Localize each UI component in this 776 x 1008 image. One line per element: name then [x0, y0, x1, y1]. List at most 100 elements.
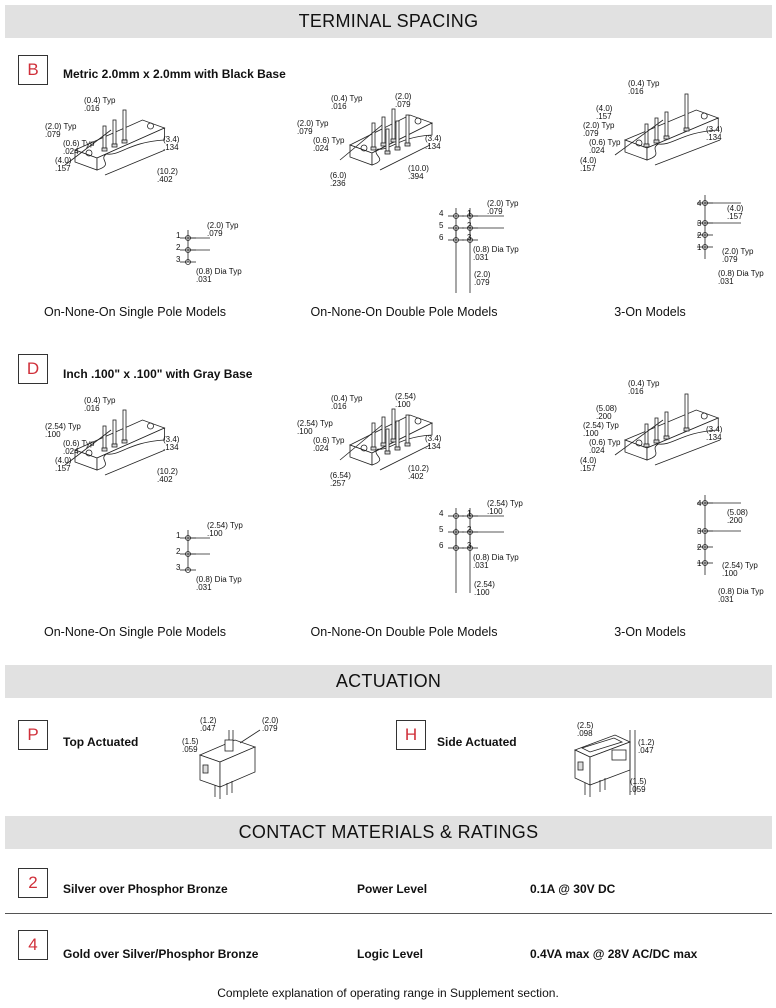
three-on-pin-layout: [697, 495, 741, 575]
option-code-p: P: [18, 720, 48, 750]
pin-number: 4: [439, 509, 444, 518]
pin-number: 5: [439, 525, 444, 534]
section-header-contacts: CONTACT MATERIALS & RATINGS: [5, 816, 772, 849]
contact-material: Gold over Silver/Phosphor Bronze: [63, 947, 259, 961]
three-on-pin-layout: [697, 195, 741, 259]
dimension-label: (0.8) Dia Typ .031: [718, 269, 764, 286]
dimension-label: (2.0) .079: [262, 716, 279, 733]
dimension-label: (2.54) Typ .100: [207, 521, 243, 538]
dimension-label: (2.0) Typ .079: [487, 199, 519, 216]
option-label-top-actuated: Top Actuated: [63, 735, 139, 749]
side-actuated-switch-drawing: [573, 730, 636, 797]
top-actuated-switch-drawing: [198, 729, 261, 799]
single-pole-pin-layout: [180, 230, 210, 265]
dimension-label: (2.0) Typ .079: [722, 247, 754, 264]
contact-level: Power Level: [357, 882, 428, 896]
caption-double-pole: On-None-On Double Pole Models: [310, 625, 498, 639]
dimension-label: (6.0) .236: [330, 171, 347, 188]
pin-number: 6: [439, 541, 444, 550]
contact-code-4: 4: [18, 930, 48, 960]
dimension-label: (4.0) .157: [580, 456, 597, 473]
caption-double-pole: On-None-On Double Pole Models: [310, 305, 498, 319]
dimension-label: (4.0) .157: [727, 204, 744, 221]
pin-number: 2: [467, 525, 472, 534]
dimension-label: (0.8) Dia Typ .031: [196, 267, 242, 284]
dimension-label: (1.5) .059: [630, 777, 647, 794]
dimension-label: (2.5) .098: [577, 721, 594, 738]
pin-number: 2: [176, 547, 181, 556]
footnote: Complete explanation of operating range …: [217, 986, 559, 1000]
pin-number: 4: [697, 499, 702, 508]
caption-three-on: 3-On Models: [614, 625, 686, 639]
dimension-label: (0.4) Typ .016: [331, 94, 363, 111]
dimension-label: (3.4) .134: [706, 125, 723, 142]
pin-number: 1: [176, 531, 181, 540]
option-title-b: Metric 2.0mm x 2.0mm with Black Base: [63, 67, 286, 81]
caption-single-pole: On-None-On Single Pole Models: [43, 625, 227, 639]
dimension-label: (2.0) .079: [395, 92, 412, 109]
pin-number: 4: [697, 199, 702, 208]
caption-three-on: 3-On Models: [614, 305, 686, 319]
section-header-terminal-spacing: TERMINAL SPACING: [5, 5, 772, 38]
contact-material: Silver over Phosphor Bronze: [63, 882, 228, 896]
section-header-actuation: ACTUATION: [5, 665, 772, 698]
three-on-switch-drawing: [614, 393, 721, 466]
dimension-label: (1.5) .059: [182, 737, 199, 754]
dimension-label: (2.0) .079: [474, 270, 491, 287]
pin-number: 3: [176, 255, 181, 264]
dimension-label: (0.6) Typ .024: [313, 436, 345, 453]
dimension-label: (2.54) Typ .100: [45, 422, 81, 439]
dimension-label: (2.0) Typ .079: [45, 122, 77, 139]
pin-number: 2: [467, 221, 472, 230]
dimension-label: (3.4) .134: [706, 425, 723, 442]
double-pole-pin-layout: [448, 208, 504, 293]
row-divider: [5, 913, 772, 914]
contact-code-2: 2: [18, 868, 48, 898]
dimension-label: (0.8) Dia Typ .031: [473, 245, 519, 262]
dimension-label: (0.4) Typ .016: [628, 379, 660, 396]
dimension-label: (0.4) Typ .016: [84, 396, 116, 413]
pin-number: 2: [697, 231, 702, 240]
pin-number: 1: [697, 559, 702, 568]
dimension-label: (0.6) Typ .024: [589, 438, 621, 455]
dimension-label: (0.8) Dia Typ .031: [473, 553, 519, 570]
dimension-label: (0.6) Typ .024: [63, 139, 95, 156]
option-code-d: D: [18, 354, 48, 384]
pin-number: 2: [176, 243, 181, 252]
pin-number: 3: [467, 233, 472, 242]
dimension-label: (0.4) Typ .016: [331, 394, 363, 411]
dimension-label: (4.0) .157: [55, 456, 72, 473]
dimension-label: (1.2) .047: [200, 716, 217, 733]
double-pole-pin-layout: [448, 508, 504, 593]
contact-rating: 0.4VA max @ 28V AC/DC max: [530, 947, 698, 961]
dimension-label: (2.54) Typ .100: [722, 561, 758, 578]
dimension-label: (2.54) .100: [395, 392, 416, 409]
dimension-label: (0.6) Typ .024: [313, 136, 345, 153]
pin-number: 3: [467, 541, 472, 550]
dimension-label: (3.4) .134: [163, 435, 180, 452]
double-pole-switch-drawing: [339, 108, 434, 171]
pin-number: 6: [439, 233, 444, 242]
dimension-label: (4.0) .157: [580, 156, 597, 173]
three-on-switch-drawing: [614, 93, 721, 166]
single-pole-switch-drawing: [64, 109, 166, 176]
contact-rating: 0.1A @ 30V DC: [530, 882, 616, 896]
pin-number: 3: [176, 563, 181, 572]
dimension-label: (6.54) .257: [330, 471, 351, 488]
pin-number: 4: [439, 209, 444, 218]
dimension-label: (4.0) .157: [596, 104, 613, 121]
single-pole-pin-layout: [180, 530, 210, 573]
pin-number: 2: [697, 543, 702, 552]
dimension-label: (2.54) Typ .100: [583, 421, 619, 438]
dimension-label: (10.2) .402: [157, 467, 178, 484]
dimension-label: (0.6) Typ .024: [589, 138, 621, 155]
pin-number: 1: [467, 209, 472, 218]
dimension-label: (0.6) Typ .024: [63, 439, 95, 456]
dimension-label: (0.4) Typ .016: [628, 79, 660, 96]
dimension-label: (3.4) .134: [163, 135, 180, 152]
dimension-label: (2.54) Typ .100: [487, 499, 523, 516]
pin-number: 1: [176, 231, 181, 240]
dimension-label: (0.4) Typ .016: [84, 96, 116, 113]
pin-number: 5: [439, 221, 444, 230]
